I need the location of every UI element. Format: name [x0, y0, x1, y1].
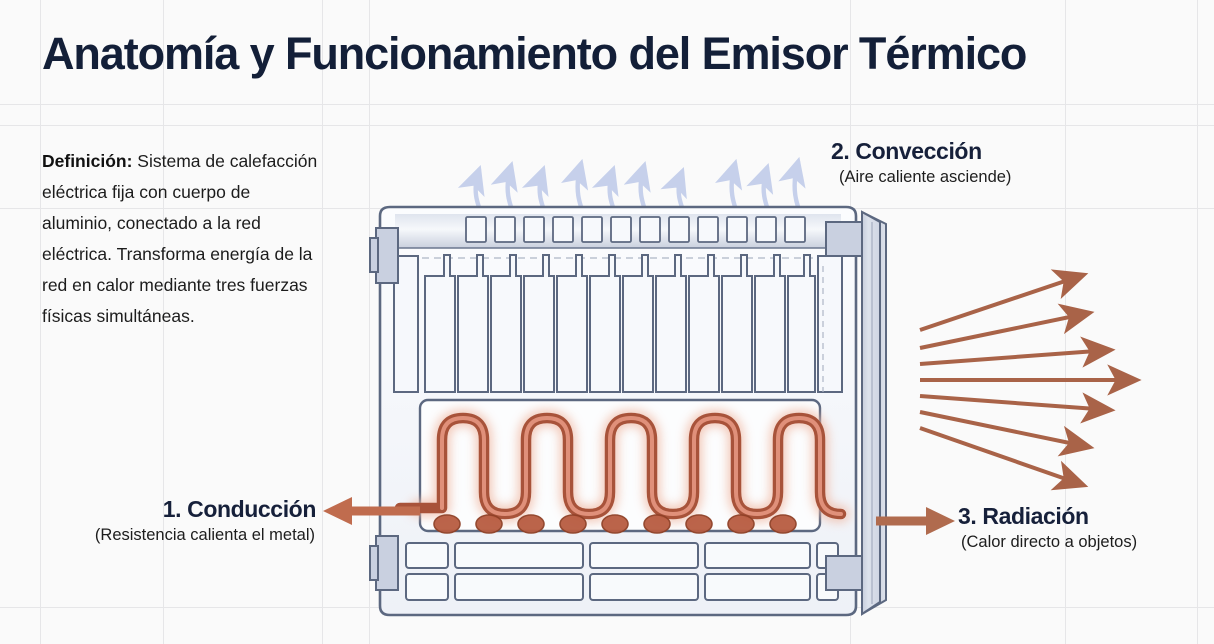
- callout-radiacion-subtitle: (Calor directo a objetos): [961, 533, 1138, 551]
- conduction-arrow: [323, 497, 420, 525]
- right-connector-bottom: [825, 555, 863, 591]
- top-vent-row: [465, 216, 806, 243]
- definition-paragraph: Definición: Sistema de calefacción eléct…: [42, 146, 322, 332]
- callout-conduccion-title: 1. Conducción: [162, 496, 317, 522]
- page-title: Anatomía y Funcionamiento del Emisor Tér…: [42, 28, 1027, 79]
- fin-column-group: [424, 254, 816, 393]
- coil-cross-sections: [433, 514, 797, 534]
- callout-conduccion-subtitle: (Resistencia calienta el metal): [94, 526, 315, 544]
- right-connector-top: [825, 221, 863, 257]
- callout-radiacion: 3. Radiación (Calor directo a objetos): [958, 503, 1137, 552]
- bottom-grid: [405, 542, 839, 601]
- radiation-arrow: [876, 507, 955, 535]
- left-foot-bracket: [369, 535, 399, 591]
- callout-radiacion-title: 3. Radiación: [958, 503, 1089, 529]
- front-cover-panel: [861, 210, 887, 616]
- callout-conveccion-title: 2. Convección: [831, 138, 982, 164]
- definition-lead-label: Definición:: [42, 151, 133, 171]
- left-mount-bracket: [369, 227, 399, 284]
- callout-conveccion-subtitle: (Aire caliente asciende): [839, 168, 1012, 186]
- callout-conveccion: 2. Convección (Aire caliente asciende): [831, 138, 1011, 187]
- callout-conduccion: 1. Conducción (Resistencia calienta el m…: [95, 496, 316, 545]
- definition-body: Sistema de calefacción eléctrica fija co…: [42, 151, 318, 326]
- radiation-rays: [919, 269, 1142, 491]
